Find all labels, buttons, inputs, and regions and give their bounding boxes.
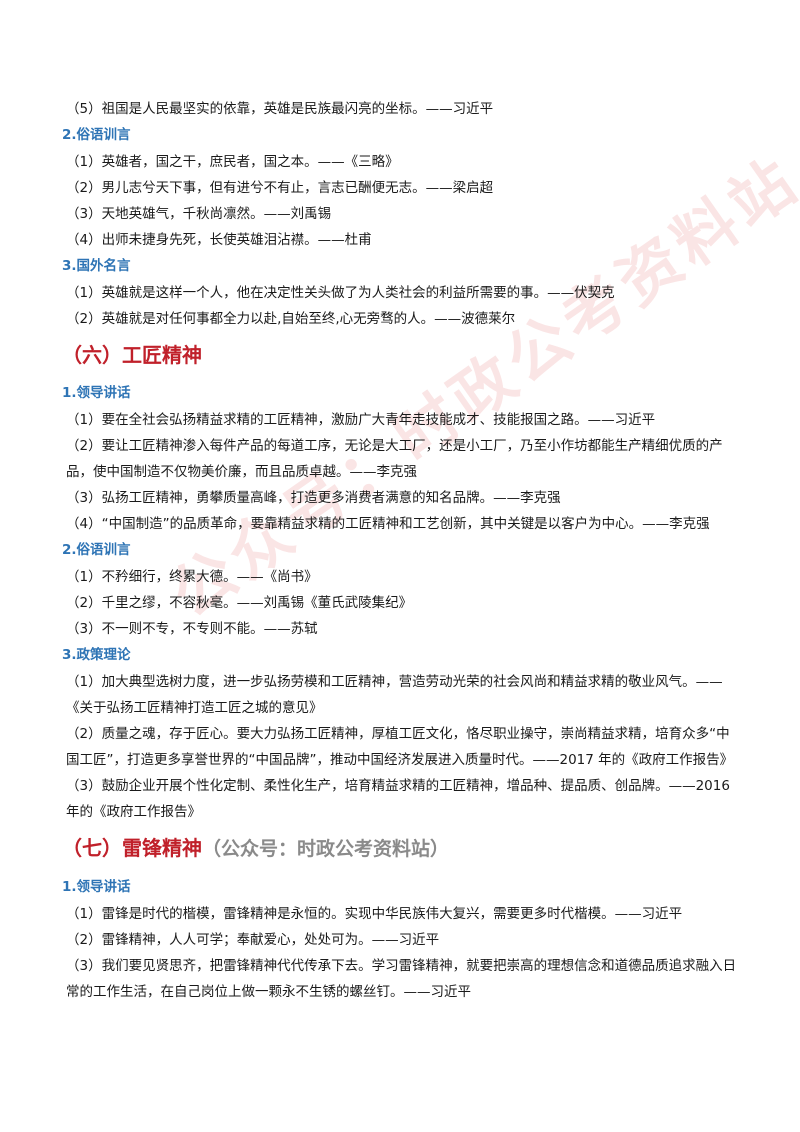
section-heading: （六）工匠精神	[62, 343, 202, 367]
subheading: 2.俗语训言	[62, 127, 131, 143]
quote-item: （3）鼓励企业开展个性化定制、柔性化生产，培育精益求精的工匠精神，增品种、提品质…	[66, 778, 730, 820]
document-page: （5）祖国是人民最坚实的依靠，英雄是民族最闪亮的坐标。——习近平 2.俗语训言 …	[62, 96, 742, 1005]
subheading: 2.俗语训言	[62, 542, 131, 558]
quote-item: （1）雷锋是时代的楷模，雷锋精神是永恒的。实现中华民族伟大复兴，需要更多时代楷模…	[66, 906, 683, 922]
quote-item: （1）英雄就是这样一个人，他在决定性关头做了为人类社会的利益所需要的事。——伏契…	[66, 285, 615, 301]
quote-item: （3）弘扬工匠精神，勇攀质量高峰，打造更多消费者满意的知名品牌。——李克强	[66, 490, 561, 506]
quote-item: （2）男儿志兮天下事，但有进兮不有止，言志已酬便无志。——梁启超	[66, 180, 494, 196]
subheading: 1.领导讲话	[62, 879, 131, 895]
quote-item: （3）我们要见贤思齐，把雷锋精神代代传承下去。学习雷锋精神，就要把崇高的理想信念…	[66, 958, 737, 1000]
section-note: （公众号：时政公考资料站）	[202, 838, 450, 860]
quote-item: （4）出师未捷身先死，长使英雄泪沾襟。——杜甫	[66, 232, 372, 248]
quote-item: （2）雷锋精神，人人可学；奉献爱心，处处可为。——习近平	[66, 932, 440, 948]
quote-item: （2）质量之魂，存于匠心。要大力弘扬工匠精神，厚植工匠文化，恪尽职业操守，崇尚精…	[66, 726, 734, 768]
quote-item: （5）祖国是人民最坚实的依靠，英雄是民族最闪亮的坐标。——习近平	[66, 101, 494, 117]
quote-item: （3）不一则不专，不专则不能。——苏轼	[66, 621, 318, 637]
quote-item: （1）不矜细行，终累大德。——《尚书》	[66, 569, 318, 585]
subheading: 3.政策理论	[62, 647, 131, 663]
subheading: 3.国外名言	[62, 258, 131, 274]
section-title: （七）雷锋精神	[62, 836, 202, 860]
quote-item: （2）要让工匠精神渗入每件产品的每道工序，无论是大工厂，还是小工厂，乃至小作坊都…	[66, 438, 723, 480]
quote-item: （1）加大典型选树力度，进一步弘扬劳模和工匠精神，营造劳动光荣的社会风尚和精益求…	[66, 674, 723, 716]
quote-item: （1）英雄者，国之干，庶民者，国之本。——《三略》	[66, 154, 399, 170]
subheading: 1.领导讲话	[62, 385, 131, 401]
section-heading: （七）雷锋精神（公众号：时政公考资料站）	[62, 827, 742, 870]
quote-item: （4）“中国制造”的品质革命，要靠精益求精的工匠精神和工艺创新，其中关键是以客户…	[66, 516, 710, 532]
quote-item: （1）要在全社会弘扬精益求精的工匠精神，激励广大青年走技能成才、技能报国之路。—…	[66, 412, 656, 428]
quote-item: （2）英雄就是对任何事都全力以赴,自始至终,心无旁骛的人。——波德莱尔	[66, 311, 516, 327]
quote-item: （2）千里之缪，不容秋毫。——刘禹锡《董氏武陵集纪》	[66, 595, 413, 611]
quote-item: （3）天地英雄气，千秋尚凛然。——刘禹锡	[66, 206, 332, 222]
